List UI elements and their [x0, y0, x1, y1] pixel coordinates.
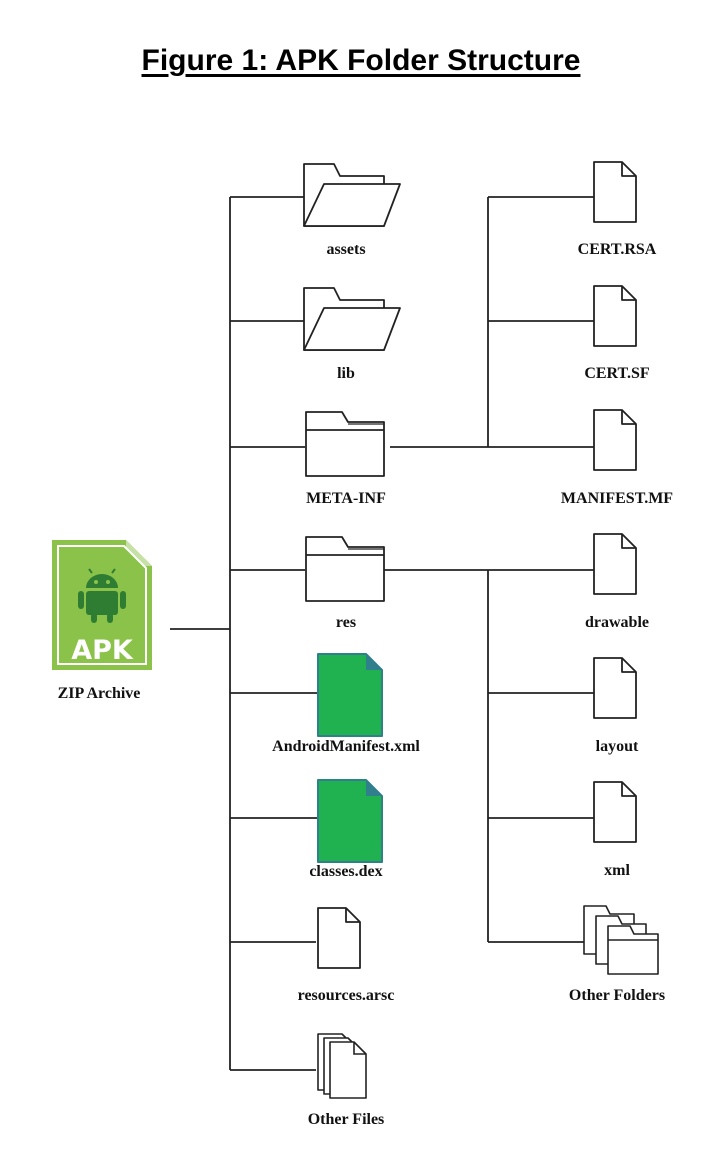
file-classes-dex-label: classes.dex	[309, 863, 382, 880]
file-drawable: drawable	[585, 533, 649, 631]
file-manifest-mf: MANIFEST.MF	[561, 409, 673, 507]
folder-meta-inf: META-INF	[305, 411, 386, 507]
green-file-icon	[317, 653, 383, 737]
apk-badge-text: APK	[71, 635, 134, 666]
file-layout: layout	[593, 657, 639, 755]
closed-folder-icon	[305, 411, 385, 477]
file-android-manifest: AndroidManifest.xml	[272, 653, 420, 755]
file-icon	[593, 161, 637, 223]
connector-lines	[170, 196, 594, 1071]
file-icon	[593, 533, 637, 595]
folder-lib: lib	[303, 287, 401, 382]
file-icon	[593, 409, 637, 471]
file-cert-rsa: CERT.RSA	[578, 161, 657, 258]
file-cert-sf: CERT.SF	[584, 285, 650, 382]
file-resources-arsc: resources.arsc	[298, 907, 395, 1004]
closed-folder-icon	[305, 536, 385, 602]
android-robot-icon	[78, 568, 126, 623]
file-drawable-label: drawable	[585, 614, 649, 631]
folder-lib-label: lib	[337, 365, 355, 382]
open-folder-icon	[303, 163, 401, 227]
stacked-folders-icon	[583, 905, 659, 975]
file-xml-label: xml	[604, 862, 630, 879]
apk-file-icon: APK	[52, 540, 152, 670]
other-files-label: Other Files	[308, 1111, 385, 1128]
stacked-files-icon	[317, 1033, 367, 1099]
folder-assets-label: assets	[326, 241, 365, 258]
file-layout-label: layout	[596, 738, 639, 755]
green-file-icon	[317, 779, 383, 863]
folder-meta-inf-label: META-INF	[306, 490, 386, 507]
file-icon	[593, 285, 637, 347]
zip-archive-label: ZIP Archive	[58, 685, 141, 702]
folder-assets: assets	[303, 163, 401, 258]
file-icon	[593, 781, 637, 843]
other-files: Other Files	[308, 1033, 385, 1128]
figure-title: Figure 1: APK Folder Structure	[141, 44, 581, 77]
open-folder-icon	[303, 287, 401, 351]
folder-res-label: res	[336, 614, 356, 631]
other-folders: Other Folders	[569, 905, 665, 1004]
file-android-manifest-label: AndroidManifest.xml	[272, 738, 420, 755]
file-resources-arsc-label: resources.arsc	[298, 987, 395, 1004]
file-manifest-mf-label: MANIFEST.MF	[561, 490, 673, 507]
file-icon	[317, 907, 361, 969]
folder-res: res	[305, 536, 385, 631]
file-classes-dex: classes.dex	[309, 779, 383, 880]
file-xml: xml	[593, 781, 637, 879]
file-icon	[593, 657, 637, 719]
file-cert-sf-label: CERT.SF	[584, 365, 650, 382]
file-cert-rsa-label: CERT.RSA	[578, 241, 657, 258]
other-folders-label: Other Folders	[569, 987, 665, 1004]
